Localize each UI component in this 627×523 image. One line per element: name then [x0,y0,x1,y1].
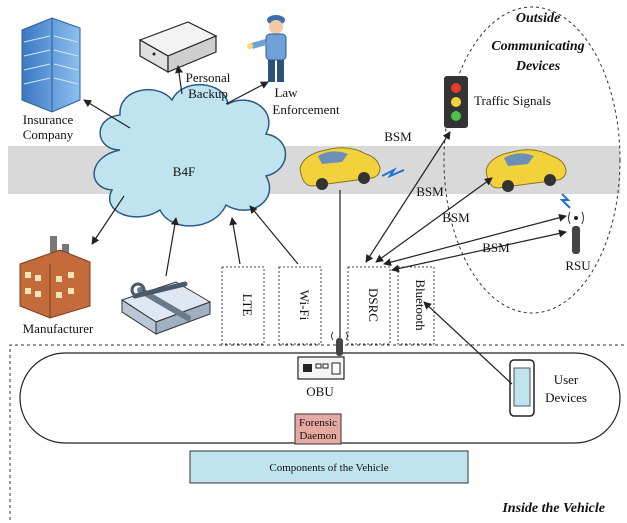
arrow-to-backup [175,65,183,95]
arrow-to-manufacturer [91,195,125,245]
svg-text:LTE: LTE [240,294,255,317]
interface-wifi: Wi-Fi [278,266,322,345]
inside-title: Inside the Vehicle [501,501,605,516]
rsu-label: RSU [565,258,591,273]
bsm-label-1: BSM [384,129,412,144]
manufacturer-label: Manufacturer [23,321,94,336]
inside-region [9,344,625,520]
manufacturer-factory-icon [19,236,91,319]
bsm-label-2: BSM [416,184,444,199]
maintenance-tools-icon [120,281,212,335]
link-phone-bluetooth [423,301,513,385]
car-left-icon [299,147,381,190]
interface-dsrc: DSRC [347,266,391,345]
obu-label: OBU [306,384,334,399]
obu-icon [297,331,348,380]
rsu-bolt-icon [559,193,571,209]
svg-text:DSRC: DSRC [366,288,381,322]
arrow-to-law [225,81,269,105]
bsm-label-3: BSM [442,210,470,225]
bsm-label-4: BSM [482,240,510,255]
car-right-icon [485,149,567,192]
traffic-signals-label: Traffic Signals [474,93,551,108]
svg-text:Wi-Fi: Wi-Fi [297,290,312,321]
svg-text:Bluetooth: Bluetooth [413,279,428,331]
insurance-building-icon [21,17,81,113]
arrow-from-tools [165,217,179,277]
components-box [189,450,469,484]
b4f-cloud [93,84,287,227]
link-dsrc-rsu-2 [391,229,567,273]
interface-lte: LTE [221,266,265,345]
backup-device-icon [138,21,218,74]
forensic-daemon-box [294,413,342,445]
traffic-signal-icon [444,76,468,128]
smartphone-icon [509,359,535,417]
cloud-label: B4F [173,164,195,179]
law-enforcement-icon [247,15,287,82]
link-dsrc-rsu [383,213,567,267]
rsu-icon [568,211,584,254]
arrow-from-wifi [249,205,299,265]
arrow-from-lte [229,217,241,265]
arrow-to-insurance [83,99,131,129]
components-label: Components of the Vehicle [269,462,388,474]
